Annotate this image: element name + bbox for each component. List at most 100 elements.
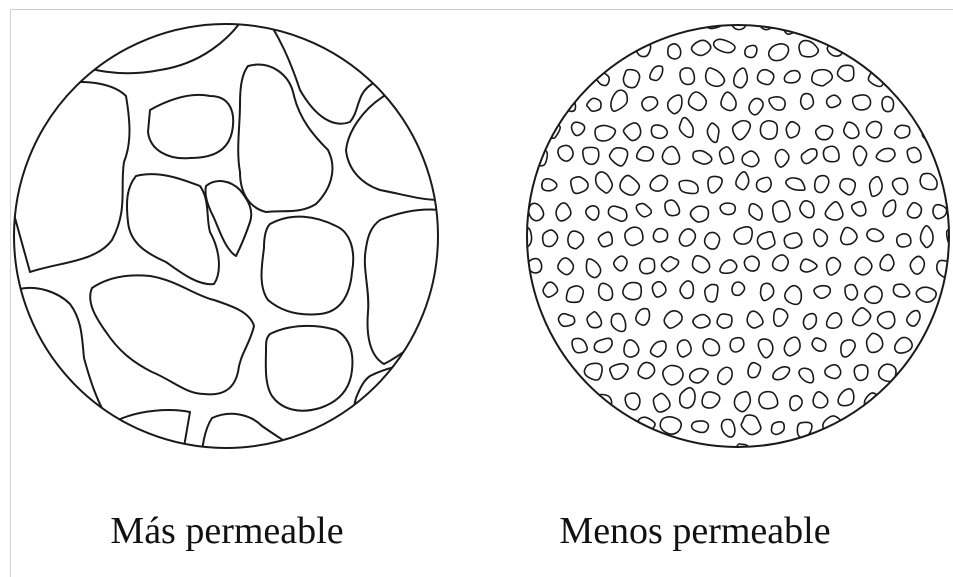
grain [572,122,585,135]
grain [609,148,627,166]
grain [705,284,718,301]
grain [60,10,246,73]
grain [938,149,952,164]
grain [825,365,841,379]
grain [948,178,953,193]
grain [744,256,759,271]
grain [759,392,778,409]
grain [788,446,801,461]
grain [624,340,639,357]
grain [653,393,670,412]
grain [583,147,599,164]
grain [864,393,880,410]
small-grains [503,14,953,464]
grain [844,122,859,138]
grain [801,94,814,110]
grain [747,311,763,328]
grain [853,308,871,326]
grain [757,232,774,249]
grain [827,313,842,328]
grain [786,122,799,138]
grain [865,286,882,303]
less-permeable-label: Menos permeable [460,512,930,550]
grain [651,125,667,138]
grain [568,231,584,249]
grain [893,284,909,297]
grain [769,44,789,61]
grain [758,339,773,358]
grain [90,275,254,394]
grain [594,338,612,352]
grain [708,176,722,193]
grain [543,282,558,297]
grain [775,149,789,167]
grain [571,177,588,194]
grain [693,315,710,328]
grain [745,45,757,57]
grain [503,203,520,219]
grain [734,392,750,412]
grain [720,147,734,164]
grain [702,392,720,408]
grain [625,227,643,245]
grain [693,151,712,164]
grain [760,121,777,139]
grain [262,217,354,315]
grain [707,123,718,142]
grain [749,98,763,114]
grain [679,118,693,138]
grain [663,365,683,384]
grain [637,147,654,161]
grain [661,257,678,272]
grain [717,314,732,328]
grain [584,363,602,380]
grain [611,422,625,438]
grain [786,178,805,190]
grain [736,172,749,190]
grain [814,229,827,246]
grain [668,95,682,114]
grain [586,259,600,278]
grain [636,204,651,217]
grain [868,71,883,86]
grain [895,125,910,138]
grain [855,257,872,275]
grain [690,369,709,383]
grain [838,389,854,406]
grain [608,206,626,221]
grain [586,206,599,220]
grain [514,227,532,247]
grain [680,68,694,85]
grain [853,95,871,110]
grain [566,286,583,302]
grain [611,37,626,54]
grain [800,259,817,272]
grain [816,126,833,140]
grain [785,286,802,305]
grain [790,396,802,411]
grain [623,283,641,300]
grain [599,283,613,300]
grain [660,417,681,434]
grain [692,256,709,273]
grain [867,229,884,242]
grain [365,209,440,364]
grain [909,96,927,112]
grain [827,258,841,276]
grain [679,229,695,246]
grain [814,286,830,299]
less-permeable-panel: Menos permeable [484,0,953,577]
grain [749,204,762,220]
grain [732,282,745,295]
grain [514,282,530,297]
grain [572,338,587,352]
grain [771,422,784,435]
grain [876,148,895,161]
grain [595,125,615,141]
grain [882,97,894,112]
grain [714,39,735,52]
grain [689,92,707,110]
grain [690,206,708,222]
grain [556,203,571,221]
grain [623,70,639,88]
